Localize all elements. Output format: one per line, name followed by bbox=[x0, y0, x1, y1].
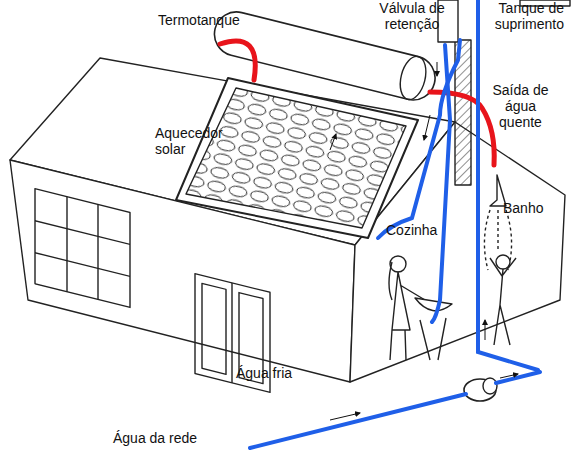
callout-label: Banho bbox=[503, 200, 563, 216]
callout-label: Cozinha bbox=[386, 222, 456, 238]
callout-label: Válvula de retenção bbox=[372, 0, 452, 32]
callout-label: Água fria bbox=[236, 365, 316, 381]
callout-label: Tanque de suprimento bbox=[478, 0, 564, 32]
callout-label: Termotanque bbox=[158, 12, 258, 28]
callout-label: Água da rede bbox=[113, 430, 223, 446]
callout-label: Saída de água quente bbox=[488, 82, 553, 130]
callout-label: Aquecedor solar bbox=[155, 125, 235, 157]
